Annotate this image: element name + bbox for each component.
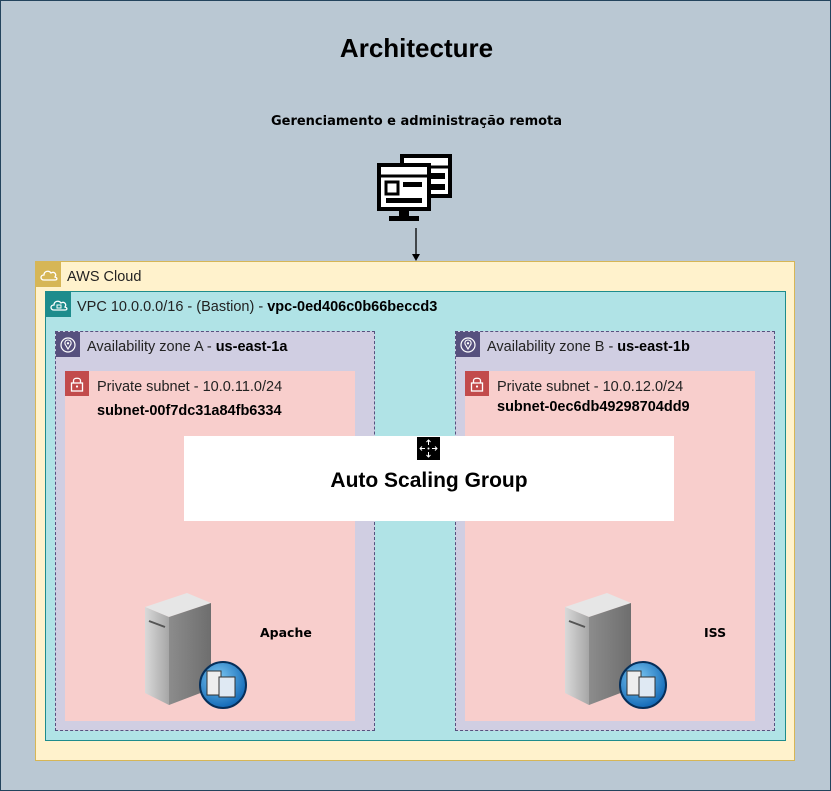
vpc-cloud-icon bbox=[46, 292, 71, 317]
padlock-icon bbox=[65, 371, 89, 396]
private-subnet-b-label: Private subnet - 10.0.12.0/24 bbox=[497, 379, 684, 395]
private-subnet-a-label: Private subnet - 10.0.11.0/24 bbox=[97, 379, 283, 395]
server-icon bbox=[145, 593, 247, 709]
availability-zone-b-label: Availability zone B - us-east-1b bbox=[487, 339, 690, 355]
location-pin-icon bbox=[56, 332, 80, 357]
subnet-a-id: subnet-00f7dc31a84fb6334 bbox=[97, 403, 282, 419]
auto-scaling-group-label: Auto Scaling Group bbox=[330, 469, 528, 492]
subnet-b-id: subnet-0ec6db49298704dd9 bbox=[497, 399, 690, 415]
availability-zone-a-label: Availability zone A - us-east-1a bbox=[87, 339, 288, 355]
auto-scaling-group: Auto Scaling Group bbox=[184, 436, 674, 521]
vpc-id: vpc-0ed406c0b66beccd3 bbox=[267, 299, 438, 315]
padlock-icon bbox=[465, 371, 489, 396]
availability-zone-b-region: us-east-1b bbox=[617, 339, 690, 355]
vpc-label: VPC 10.0.0.0/16 - (Bastion) - vpc-0ed406… bbox=[77, 299, 438, 315]
auto-scaling-icon bbox=[417, 437, 440, 460]
availability-zone-a-region: us-east-1a bbox=[215, 339, 288, 355]
server-icon bbox=[565, 593, 667, 709]
location-pin-icon bbox=[456, 332, 480, 357]
diagram-subtitle: Gerenciamento e administração remota bbox=[270, 114, 563, 129]
server-a-label: Apache bbox=[260, 625, 312, 640]
connection-arrow bbox=[412, 228, 420, 261]
diagram-title: Architecture bbox=[339, 33, 494, 63]
aws-cloud-label: AWS Cloud bbox=[67, 269, 142, 285]
cloud-icon bbox=[36, 262, 61, 287]
remote-admin-workstation-icon bbox=[377, 154, 452, 221]
server-b-label: ISS bbox=[704, 625, 727, 640]
